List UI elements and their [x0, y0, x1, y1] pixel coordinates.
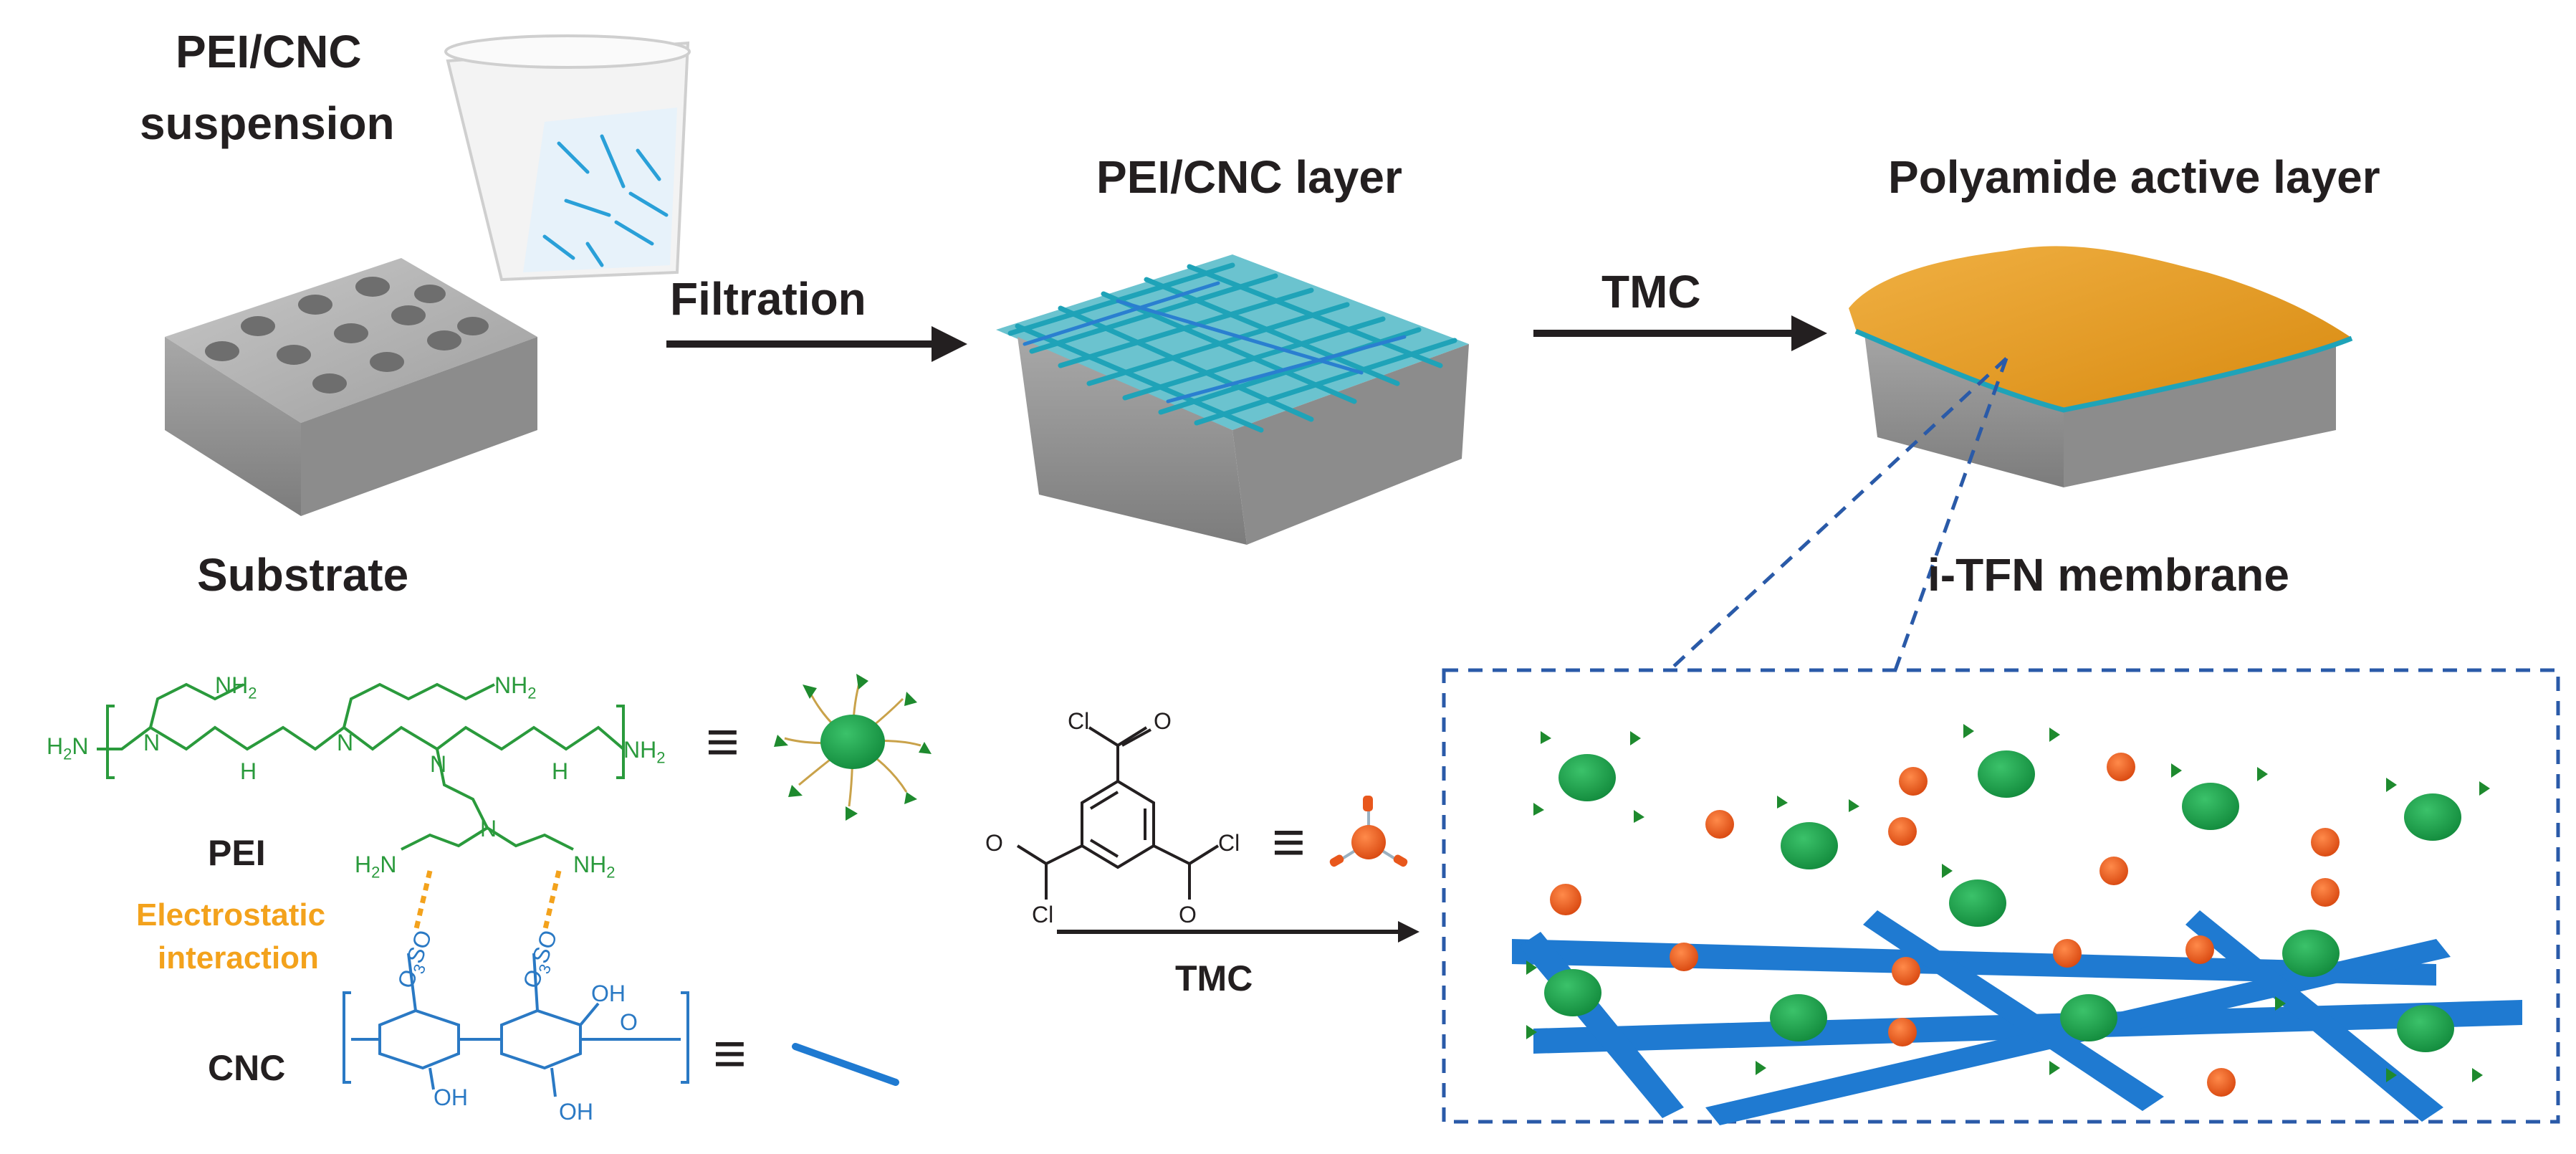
atom-o-1: O — [1154, 708, 1172, 734]
label-electrostatic-line1: Electrostatic — [136, 897, 326, 933]
atom-o-cnc: O — [620, 1009, 638, 1035]
equiv-cnc: ≡ — [713, 1021, 747, 1085]
atom-n-2: N — [337, 730, 354, 755]
atom-h2n-h: H — [47, 733, 64, 759]
atom-oh-3: OH — [559, 1099, 593, 1125]
atom-nh2-1-text: NH — [215, 672, 249, 698]
atom-nh2-3: NH2 — [623, 737, 666, 767]
label-tmc-bottom: TMC — [1175, 958, 1253, 998]
cnc-stick-icon — [792, 1043, 899, 1086]
label-polyamide: Polyamide active layer — [1888, 151, 2380, 203]
zoom-indicator — [1442, 357, 2560, 1124]
equiv-tmc: ≡ — [1272, 810, 1306, 874]
label-suspension-line2: suspension — [140, 97, 395, 149]
label-filtration: Filtration — [670, 273, 866, 325]
label-tmc-top: TMC — [1601, 266, 1701, 318]
atom-cl-3: Cl — [1218, 830, 1240, 856]
label-suspension-line1: PEI/CNC — [176, 26, 362, 77]
atom-n-1: N — [143, 730, 161, 755]
atom-nh-2: H — [552, 758, 569, 784]
atom-h2n-branch-h: H — [355, 852, 372, 877]
atom-nh2-2-text: NH — [494, 672, 528, 698]
atom-cl-1: Cl — [1068, 708, 1090, 734]
substrate-block — [165, 258, 537, 516]
label-pei: PEI — [208, 833, 266, 873]
atom-o-3: O — [1179, 902, 1197, 928]
atom-nh2-3-text: NH — [623, 737, 657, 763]
atom-nh2-branch: NH2 — [573, 852, 616, 882]
label-substrate: Substrate — [197, 549, 409, 601]
atom-h2n: H2N — [47, 733, 89, 763]
label-pei-cnc-layer: PEI/CNC layer — [1096, 151, 1402, 203]
atom-nh-1: H — [240, 758, 257, 784]
atom-cl-2: Cl — [1032, 902, 1054, 928]
atom-nh2-branch-text: NH — [573, 852, 607, 877]
atom-oh-1: OH — [591, 981, 626, 1006]
atom-n-4: N — [480, 816, 497, 841]
atom-nh2-1: NH2 — [215, 672, 257, 702]
atom-oh-2: OH — [434, 1084, 468, 1110]
equiv-pei: ≡ — [706, 710, 739, 773]
atom-nh2-2: NH2 — [494, 672, 537, 702]
zoom-network — [1512, 724, 2522, 1125]
pei-cnc-block — [996, 254, 1469, 545]
beaker — [444, 34, 691, 282]
polyamide-block — [1849, 246, 2353, 487]
pei-ball-icon — [774, 674, 932, 821]
atom-n-3: N — [430, 751, 447, 777]
label-cnc: CNC — [208, 1048, 286, 1088]
label-electrostatic-line2: interaction — [158, 940, 319, 976]
atom-o-2: O — [985, 830, 1003, 856]
tmc-structure — [1016, 726, 1220, 900]
label-itfn: i-TFN membrane — [1928, 549, 2289, 601]
tmc-ball-icon — [1329, 796, 1408, 867]
atom-h2n-branch: H2N — [355, 852, 397, 882]
electrostatic-lines — [413, 870, 562, 933]
pei-structure — [97, 682, 625, 851]
cnc-structure — [343, 953, 689, 1097]
